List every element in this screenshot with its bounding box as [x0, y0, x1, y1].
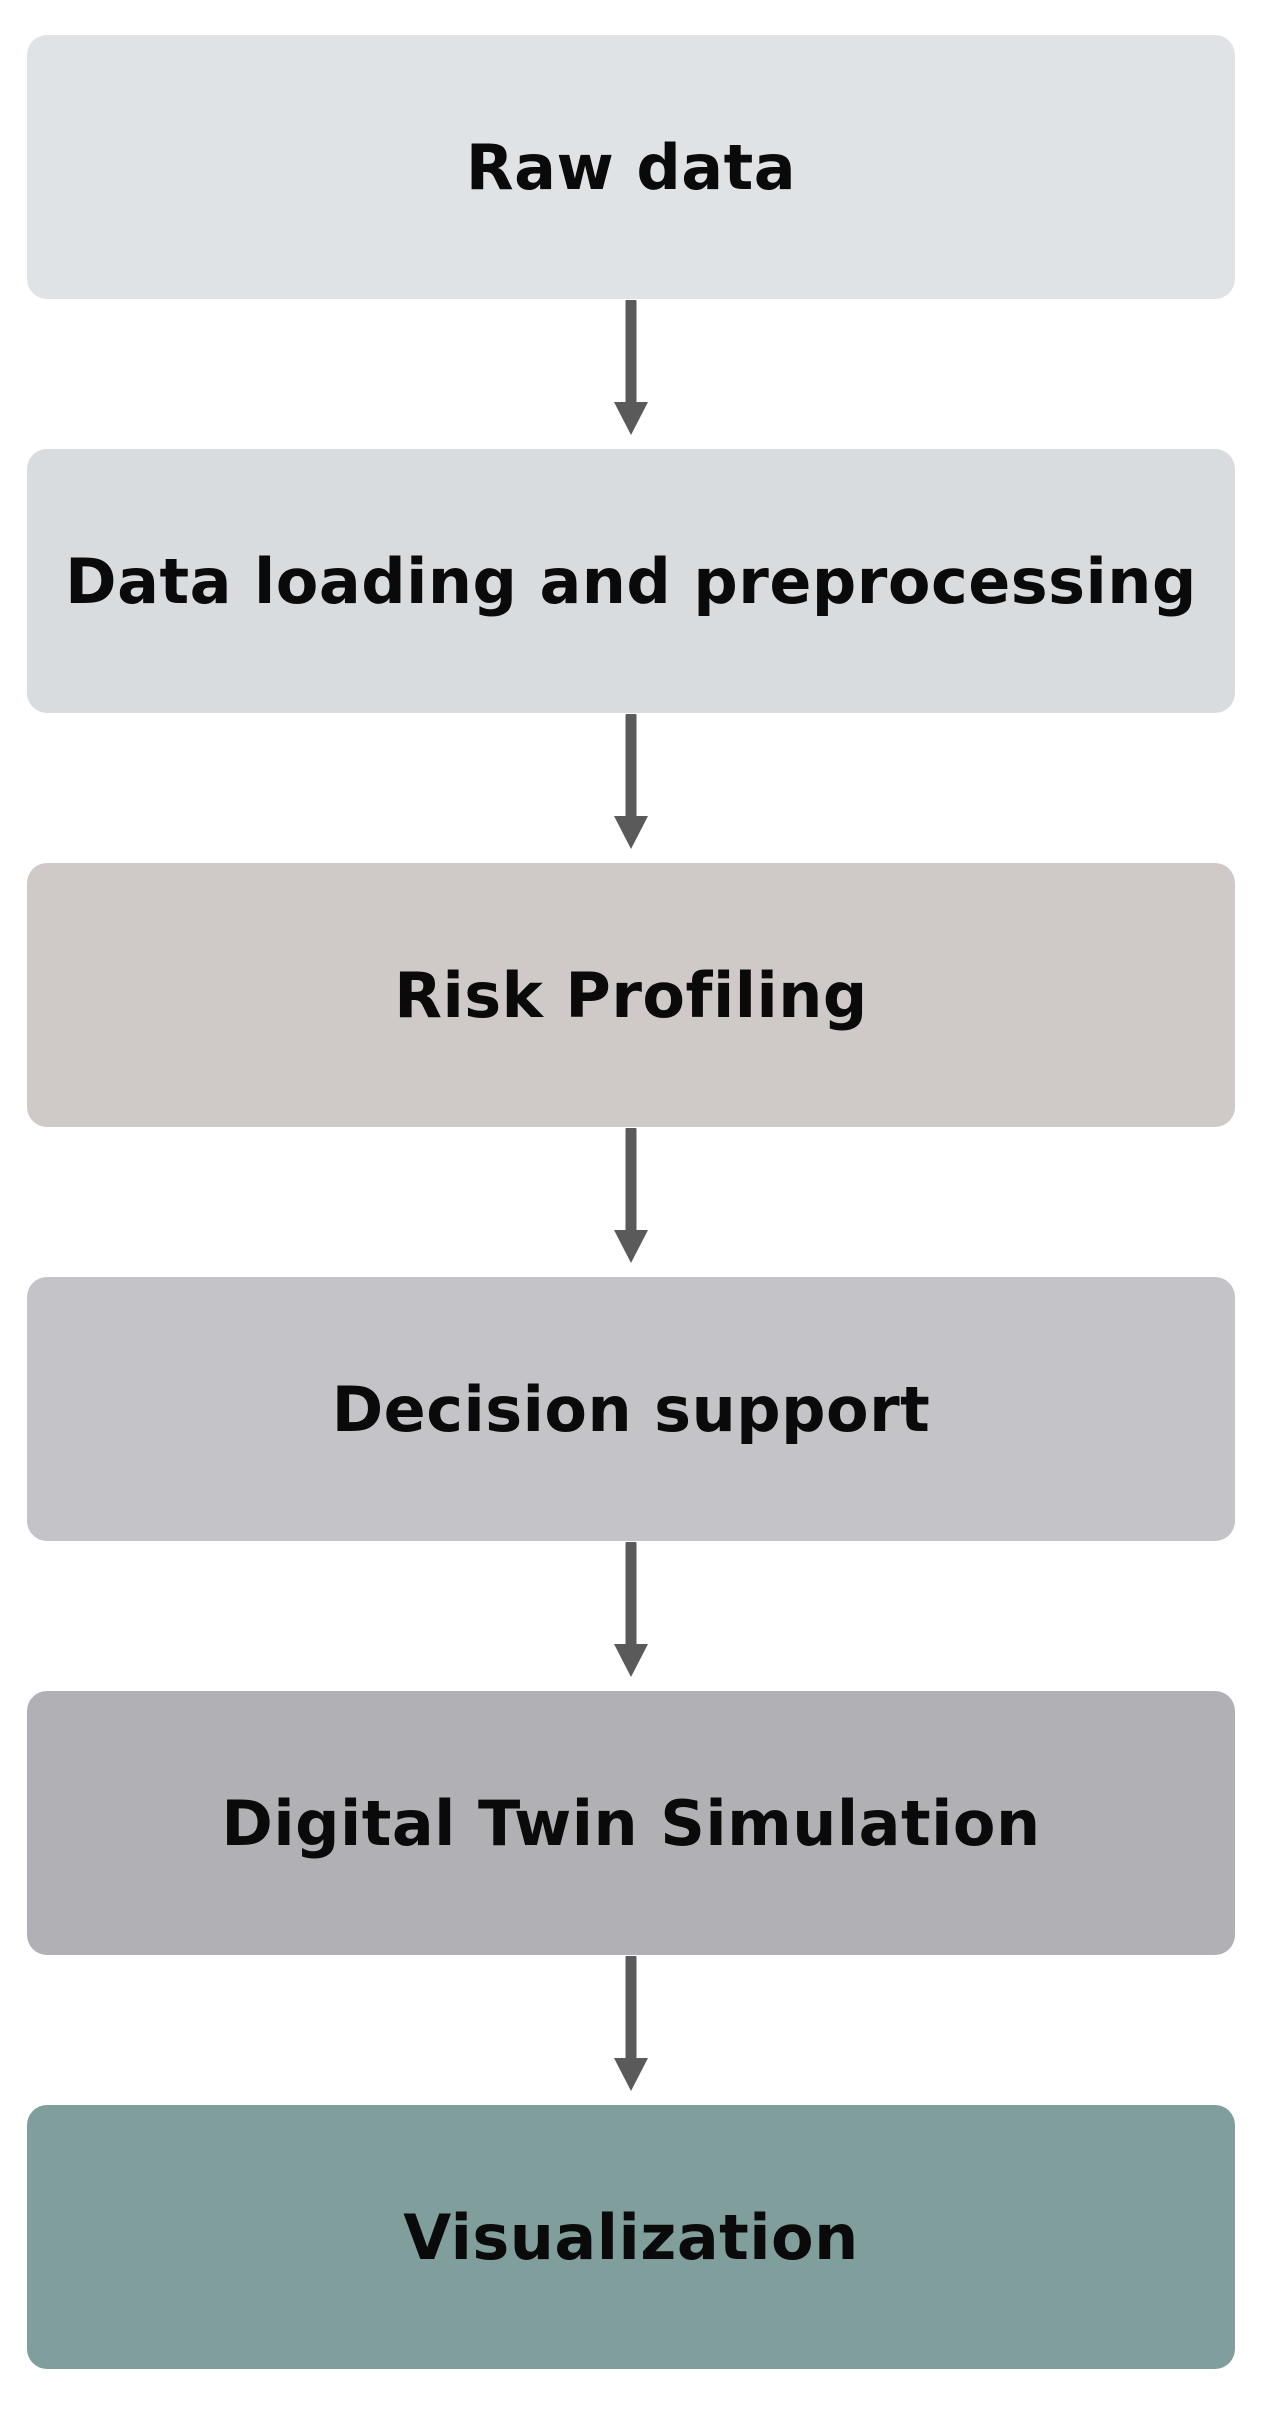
step-label: Decision support — [331, 1372, 931, 1446]
step-digital-twin-simulation: Digital Twin Simulation — [27, 1691, 1235, 1955]
arrow-down-icon — [601, 1542, 661, 1690]
arrow-down-icon — [601, 1128, 661, 1276]
step-raw-data: Raw data — [27, 35, 1235, 299]
step-label: Digital Twin Simulation — [221, 1786, 1041, 1860]
step-label: Visualization — [403, 2200, 859, 2274]
step-visualization: Visualization — [27, 2105, 1235, 2369]
step-risk-profiling: Risk Profiling — [27, 863, 1235, 1127]
step-decision-support: Decision support — [27, 1277, 1235, 1541]
arrow-down-icon — [601, 1956, 661, 2104]
step-label: Raw data — [465, 130, 797, 204]
step-label: Risk Profiling — [394, 958, 868, 1032]
arrow-down-icon — [601, 714, 661, 862]
step-data-loading: Data loading and preprocessing — [27, 449, 1235, 713]
arrow-down-icon — [601, 300, 661, 448]
step-label: Data loading and preprocessing — [65, 544, 1197, 618]
